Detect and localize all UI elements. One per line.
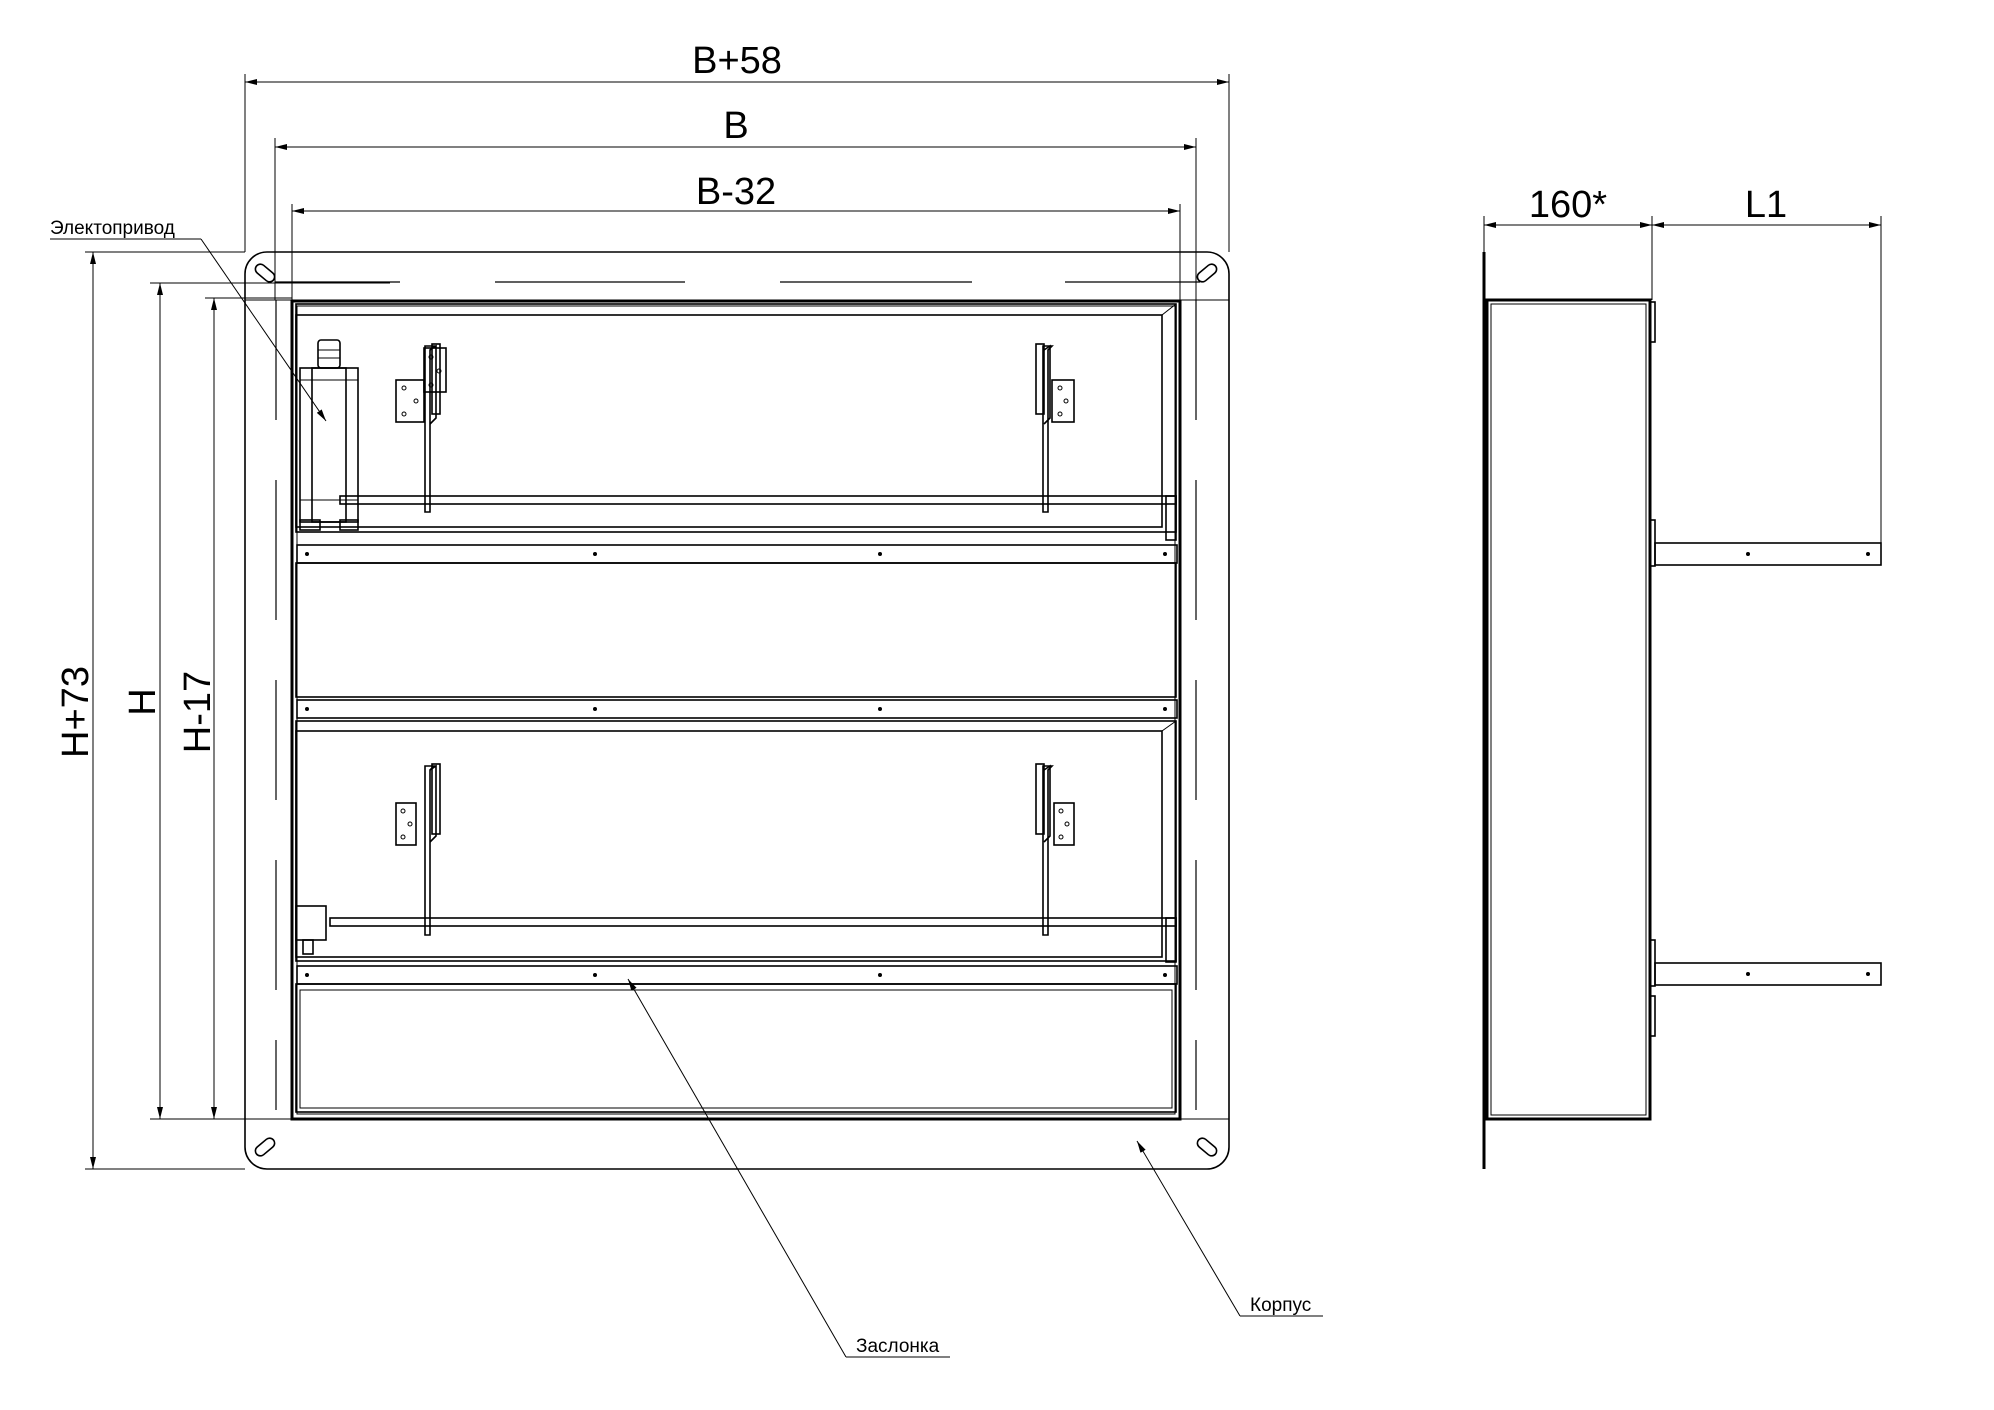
front-dimensions: B+58 B B-32 H+73 H H-17 [55,40,1230,1170]
front-view [244,251,1230,1170]
slat-1 [296,544,1178,564]
dim-depth: 160* [1529,184,1607,226]
slat-2 [296,699,1178,719]
side-housing [1485,298,1652,1121]
label-actuator: Электопривод [50,218,175,239]
mounting-slots [254,263,1218,1157]
hidden-lines [275,281,1200,1110]
dim-extension: L1 [1745,184,1787,226]
leaders: Электопривод Заслонка Корпус [50,218,1323,1358]
dim-width-nominal: B [723,105,748,147]
actuator [299,339,359,531]
dim-width-outer: B+58 [692,40,782,82]
flange-outline [244,251,1230,1170]
dim-width-inner: B-32 [696,171,776,213]
blade-lower [295,720,1177,963]
dim-height-outer: H+73 [55,666,97,758]
label-damper: Заслонка [856,1336,940,1357]
blade-upper [295,303,1177,541]
dim-height-inner: H-17 [177,671,219,753]
side-view [1482,252,1882,1169]
side-dimensions: 160* L1 [1483,184,1882,543]
side-blade-upper [1654,542,1882,566]
housing-frame [290,299,1182,1121]
blade-levers [395,343,1075,936]
label-housing: Корпус [1250,1295,1311,1316]
dim-height-nominal: H [122,688,164,715]
slat-3 [296,965,1178,985]
side-blade-lower [1654,962,1882,986]
